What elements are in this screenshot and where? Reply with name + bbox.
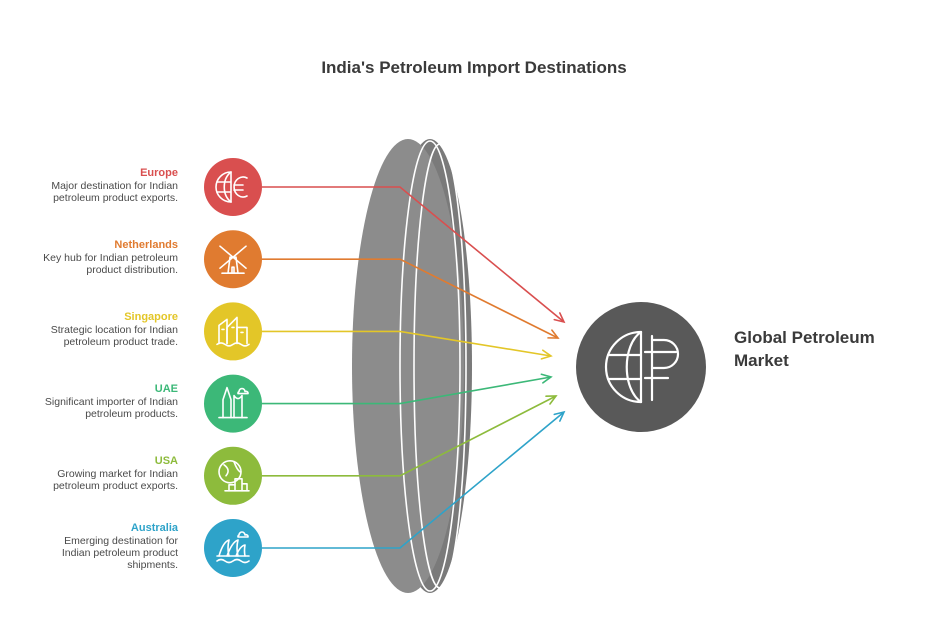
lens-front <box>352 139 464 593</box>
node-circle-europe <box>204 158 262 216</box>
arrow-head-netherlands <box>547 329 560 339</box>
label-name-usa: USA <box>154 455 178 468</box>
label-name-australia: Australia <box>130 521 178 534</box>
node-uae <box>204 374 262 433</box>
label-description-australia: Emerging destination for Indian petroleu… <box>61 534 178 571</box>
node-singapore <box>204 302 262 361</box>
arrow-netherlands <box>262 258 560 339</box>
lens <box>352 139 472 593</box>
global-market-label: Global Petroleum Market <box>734 328 875 370</box>
globe-city-icon <box>218 459 250 492</box>
label-description-uae: Significant importer of Indian petroleum… <box>44 396 178 421</box>
node-usa <box>204 446 262 505</box>
node-circle-australia <box>204 519 262 577</box>
label-name-uae: UAE <box>154 383 178 396</box>
node-circle-uae <box>204 374 262 433</box>
arrow-australia <box>262 410 566 549</box>
global-market-node <box>576 302 706 432</box>
arrow-head-australia <box>553 410 566 422</box>
arrow-line-netherlands <box>262 258 559 339</box>
arrow-line-europe <box>262 186 565 323</box>
arrow-head-uae <box>540 373 553 384</box>
node-europe <box>204 158 262 216</box>
arrow-line-australia <box>262 411 565 549</box>
arrow-line-uae <box>262 376 552 405</box>
page-title: India's Petroleum Import Destinations <box>321 58 627 77</box>
globe-euro-icon <box>215 171 248 203</box>
windmill-icon <box>219 245 247 274</box>
label-description-europe: Major destination for Indian petroleum p… <box>51 179 178 204</box>
lens-rim-outer <box>399 140 461 592</box>
arrow-europe <box>262 186 566 324</box>
label-description-netherlands: Key hub for Indian petroleum product dis… <box>43 251 178 276</box>
arrow-line-singapore <box>262 330 552 357</box>
arrow-head-usa <box>545 395 558 405</box>
opera-house-icon <box>216 531 250 564</box>
label-name-europe: Europe <box>140 166 178 179</box>
destination-nodes <box>204 158 262 577</box>
label-description-usa: Growing market for Indian petroleum prod… <box>53 468 178 493</box>
globe-currency-icon <box>604 330 680 404</box>
label-name-singapore: Singapore <box>124 310 178 323</box>
skyscrapers-icon <box>218 386 249 419</box>
node-circle-usa <box>204 446 262 505</box>
node-circle-singapore <box>204 302 262 361</box>
arrow-line-usa <box>262 395 557 477</box>
lens-rim-inner <box>413 143 467 589</box>
arrow-usa <box>262 395 558 477</box>
arrows-group <box>262 186 566 549</box>
city-buildings-icon <box>216 316 250 347</box>
arrow-uae <box>262 373 553 405</box>
arrow-singapore <box>262 330 553 360</box>
arrow-head-europe <box>553 312 566 324</box>
node-circle-netherlands <box>204 230 262 289</box>
node-netherlands <box>204 230 262 289</box>
node-australia <box>204 519 262 577</box>
label-description-singapore: Strategic location for Indian petroleum … <box>50 323 178 348</box>
arrow-head-singapore <box>540 349 553 360</box>
label-name-netherlands: Netherlands <box>114 238 178 251</box>
